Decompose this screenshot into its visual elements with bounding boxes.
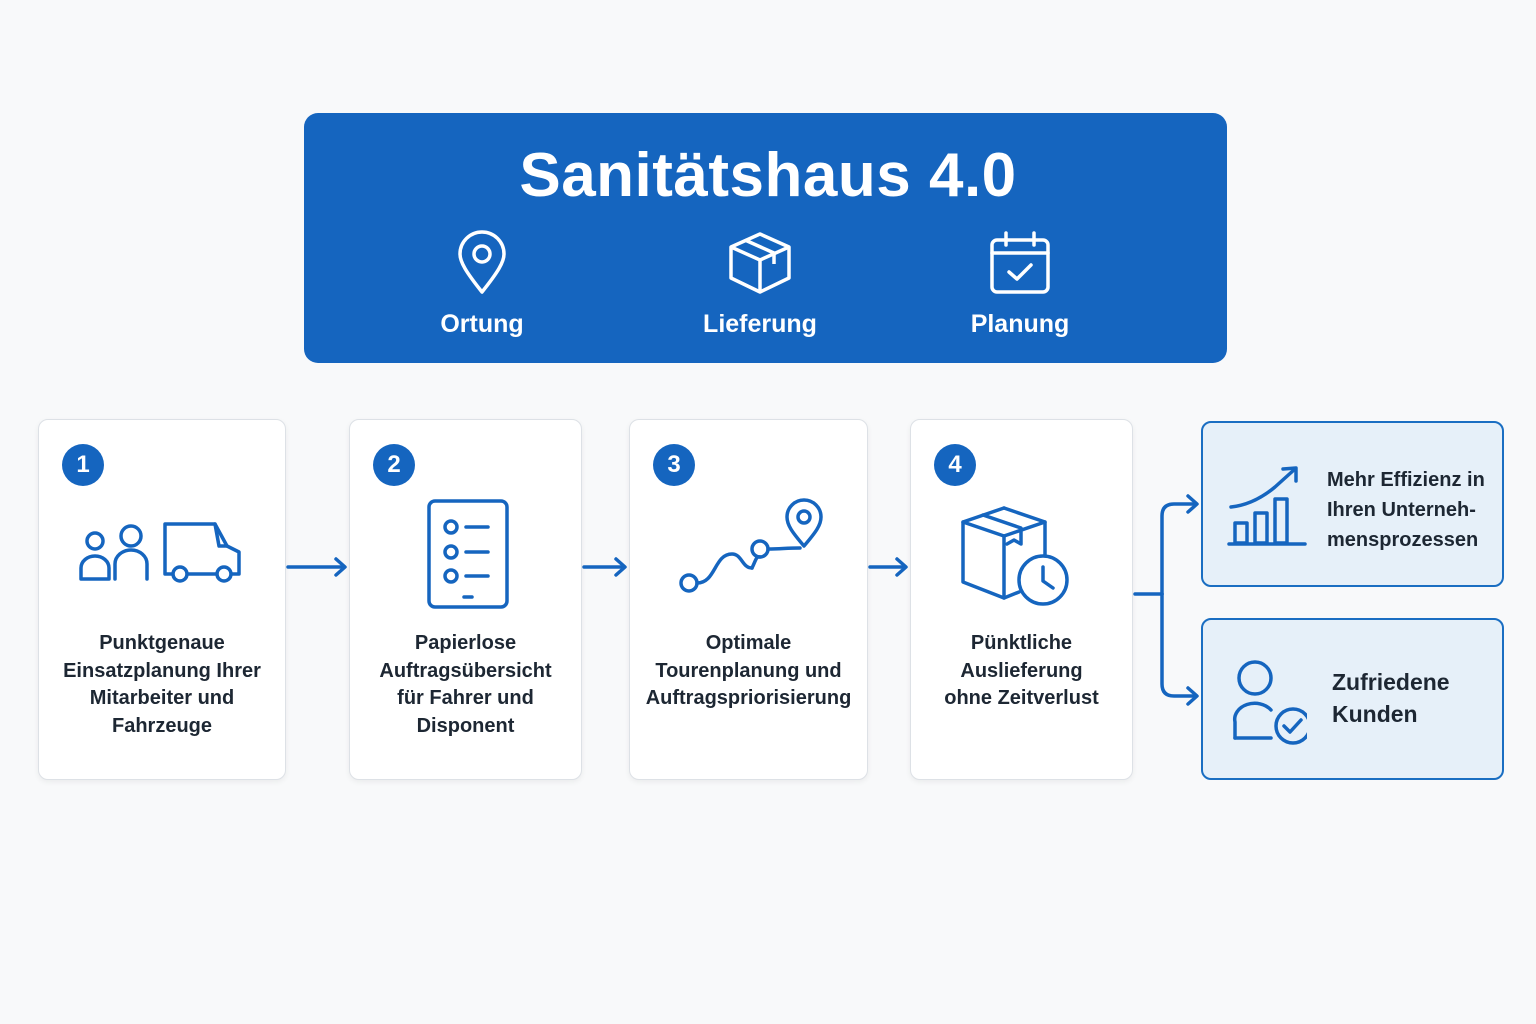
- calendar-check-icon: [990, 231, 1050, 294]
- step-number-badge: 4: [934, 444, 976, 486]
- feature-label-planung: Planung: [970, 310, 1070, 338]
- feature-label-ortung: Ortung: [440, 310, 524, 338]
- step-number-badge: 3: [653, 444, 695, 486]
- route-icon: [679, 498, 823, 593]
- feature-ortung: Ortung: [382, 230, 582, 339]
- people-and-van-icon: [79, 522, 241, 583]
- step-description: Optimale Tourenplanung und Auftragsprior…: [645, 632, 852, 709]
- arrow-1-to-2: [286, 557, 347, 577]
- result-box-customers: Zufriedene Kunden: [1201, 618, 1504, 780]
- growth-chart-icon: [1227, 466, 1307, 546]
- tablet-checklist-icon: [427, 499, 509, 609]
- result-box-efficiency: Mehr Effizienz in Ihren Unterneh- menspr…: [1201, 421, 1504, 587]
- step-card-3: 3 Optimale Tourenplanung und Auftragspri…: [629, 419, 868, 780]
- branch-connector: [1133, 494, 1199, 706]
- step-description: Punktgenaue Einsatzplanung Ihrer Mitarbe…: [63, 632, 261, 737]
- step-card-2: 2 Papierlose Auftragsübersicht für Fahre…: [349, 419, 582, 780]
- package-icon: [729, 232, 791, 294]
- step-number-badge: 1: [62, 444, 104, 486]
- result-text-customers: Zufriedene Kunden: [1332, 669, 1450, 727]
- feature-lieferung: Lieferung: [660, 230, 860, 339]
- step-description: Papierlose Auftragsübersicht für Fahrer …: [379, 632, 552, 737]
- feature-planung: Planung: [920, 230, 1120, 339]
- step-card-4: 4 Pünktliche Auslieferung ohne Zeitverlu…: [910, 419, 1133, 780]
- arrow-2-to-3: [582, 557, 627, 577]
- page-title: Sanitätshaus 4.0: [519, 141, 1017, 210]
- feature-label-lieferung: Lieferung: [703, 310, 817, 338]
- arrow-3-to-4: [868, 557, 908, 577]
- step-number-badge: 2: [373, 444, 415, 486]
- satisfied-customer-icon: [1232, 660, 1307, 745]
- result-text-efficiency: Mehr Effizienz in Ihren Unterneh- menspr…: [1327, 469, 1485, 551]
- location-pin-icon: [458, 230, 506, 294]
- step-card-1: 1 Punktgenaue Einsatzplanung Ihrer Mitar…: [38, 419, 286, 780]
- package-clock-icon: [961, 506, 1069, 606]
- step-description: Pünktliche Auslieferung ohne Zeitverlust: [944, 632, 1099, 709]
